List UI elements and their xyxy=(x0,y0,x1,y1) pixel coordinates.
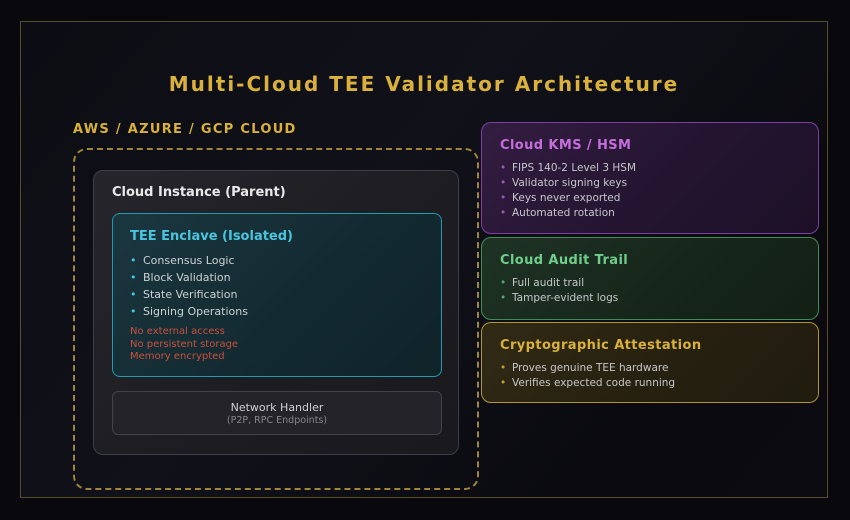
tee-enclave-list: Consensus Logic Block Validation State V… xyxy=(130,252,248,320)
outer-frame: Multi-Cloud TEE Validator Architecture A… xyxy=(20,21,828,498)
tee-restrictions: No external access No persistent storage… xyxy=(130,326,238,364)
attestation-list: Proves genuine TEE hardware Verifies exp… xyxy=(500,361,675,391)
page-title: Multi-Cloud TEE Validator Architecture xyxy=(168,72,680,96)
list-item: Validator signing keys xyxy=(500,176,636,191)
audit-trail-panel: Cloud Audit Trail Full audit trail Tampe… xyxy=(481,237,819,320)
kms-hsm-panel: Cloud KMS / HSM FIPS 140-2 Level 3 HSM V… xyxy=(481,122,819,234)
tee-enclave-box: TEE Enclave (Isolated) Consensus Logic B… xyxy=(112,213,442,377)
network-handler-subtitle: (P2P, RPC Endpoints) xyxy=(226,414,328,426)
network-handler-box: Network Handler (P2P, RPC Endpoints) xyxy=(112,391,442,435)
audit-trail-title: Cloud Audit Trail xyxy=(500,253,629,268)
list-item: Automated rotation xyxy=(500,206,636,221)
list-item: Keys never exported xyxy=(500,191,636,206)
list-item: Block Validation xyxy=(130,269,248,286)
list-item: Signing Operations xyxy=(130,303,248,320)
restriction-line: No persistent storage xyxy=(130,338,239,350)
cloud-boundary-box xyxy=(73,148,479,490)
network-handler-title: Network Handler xyxy=(230,400,324,414)
list-item: FIPS 140-2 Level 3 HSM xyxy=(500,161,636,176)
audit-trail-list: Full audit trail Tamper-evident logs xyxy=(500,276,618,306)
kms-hsm-title: Cloud KMS / HSM xyxy=(500,138,632,153)
attestation-panel: Cryptographic Attestation Proves genuine… xyxy=(481,322,819,403)
attestation-title: Cryptographic Attestation xyxy=(500,338,702,353)
cloud-providers-label: AWS / AZURE / GCP CLOUD xyxy=(73,122,297,137)
restriction-line: No external access xyxy=(130,326,225,337)
list-item: Verifies expected code running xyxy=(500,376,675,391)
list-item: Full audit trail xyxy=(500,276,618,291)
kms-hsm-list: FIPS 140-2 Level 3 HSM Validator signing… xyxy=(500,161,636,221)
restriction-line: Memory encrypted xyxy=(130,351,225,362)
cloud-instance-title: Cloud Instance (Parent) xyxy=(112,185,286,200)
tee-enclave-title: TEE Enclave (Isolated) xyxy=(130,229,293,244)
list-item: State Verification xyxy=(130,286,248,303)
list-item: Proves genuine TEE hardware xyxy=(500,361,675,376)
list-item: Tamper-evident logs xyxy=(500,291,618,306)
list-item: Consensus Logic xyxy=(130,252,248,269)
cloud-instance-box: Cloud Instance (Parent) TEE Enclave (Iso… xyxy=(93,170,459,455)
